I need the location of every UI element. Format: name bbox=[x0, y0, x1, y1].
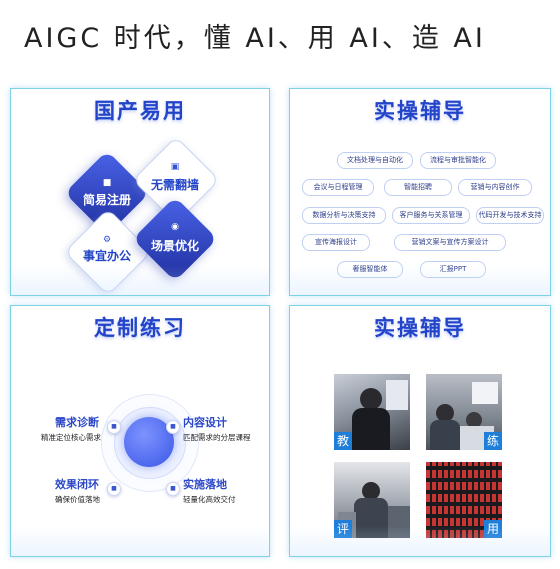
item-label: 事宜办公 bbox=[82, 249, 131, 263]
tag-pill: 客户服务与关系管理 bbox=[392, 207, 470, 224]
tag-pill: 营销与内容创作 bbox=[458, 179, 532, 196]
settings-icon: ◉ bbox=[171, 222, 179, 232]
point-desc: 精准定位核心需求 bbox=[41, 433, 101, 442]
photo-practice: 练 bbox=[426, 374, 502, 450]
point-title: 内容设计 bbox=[183, 416, 227, 429]
loop-icon: ■ bbox=[107, 482, 121, 496]
user-icon: ■ bbox=[102, 178, 112, 188]
photo-teach: 教 bbox=[334, 374, 410, 450]
photo-tag: 评 bbox=[334, 520, 352, 538]
tag-pill: 营销文案与宣传方案设计 bbox=[394, 234, 506, 251]
card-custom-practice: 定制练习 ■ ■ ■ ■ 需求诊断 精准定位核心需求 内容设计 匹配需求的分层课… bbox=[10, 305, 270, 557]
tag-pill: 智能招聘 bbox=[384, 179, 452, 196]
design-icon: ■ bbox=[166, 420, 180, 434]
tag-pill: 宣传海报设计 bbox=[302, 234, 370, 251]
photo-tag: 教 bbox=[334, 432, 352, 450]
tag-pill: 会议与日程管理 bbox=[302, 179, 374, 196]
photo-tag: 练 bbox=[484, 432, 502, 450]
card-domestic-easy: 国产易用 ■ 简易注册 ▣ 无需翻墙 ⚙ 事宜办公 ◉ 场景优化 bbox=[10, 88, 270, 296]
card-practice-guidance: 实操辅导 文档处理与自动化 流程与审批智能化 会议与日程管理 智能招聘 营销与内… bbox=[289, 88, 551, 296]
tag-pill: 数据分析与决策支持 bbox=[302, 207, 386, 224]
photo-tag: 用 bbox=[484, 520, 502, 538]
photo-evaluate: 评 bbox=[334, 462, 410, 538]
tag-pill: 流程与审批智能化 bbox=[420, 152, 496, 169]
deploy-icon: ■ bbox=[166, 482, 180, 496]
tag-pill: 代码开发与技术支持 bbox=[476, 207, 544, 224]
item-label: 场景优化 bbox=[150, 239, 199, 253]
card-title: 实操辅导 bbox=[374, 316, 466, 340]
point-desc: 确保价值落地 bbox=[55, 495, 100, 504]
tag-pill: 汇报PPT bbox=[420, 261, 486, 278]
card-title: 实操辅导 bbox=[374, 99, 466, 123]
core-circle bbox=[124, 417, 174, 467]
tag-pill: 文档处理与自动化 bbox=[337, 152, 413, 169]
card-practice-photos: 实操辅导 教 练 评 用 bbox=[289, 305, 551, 557]
card-title: 定制练习 bbox=[94, 316, 186, 340]
card-title: 国产易用 bbox=[94, 99, 186, 123]
point-title: 效果闭环 bbox=[55, 478, 99, 491]
item-label: 无需翻墙 bbox=[150, 178, 199, 192]
monitor-icon: ▣ bbox=[170, 162, 180, 172]
point-title: 实施落地 bbox=[183, 478, 227, 491]
photo-apply: 用 bbox=[426, 462, 502, 538]
headline: AIGC 时代，懂 AI、用 AI、造 AI bbox=[24, 23, 486, 54]
gear-icon: ⚙ bbox=[102, 235, 112, 245]
point-title: 需求诊断 bbox=[55, 416, 99, 429]
point-desc: 轻量化高效交付 bbox=[183, 495, 236, 504]
tag-pill: 奢服智能体 bbox=[337, 261, 403, 278]
item-label: 简易注册 bbox=[82, 193, 131, 207]
point-desc: 匹配需求的分层课程 bbox=[183, 433, 251, 442]
diagnose-icon: ■ bbox=[107, 420, 121, 434]
